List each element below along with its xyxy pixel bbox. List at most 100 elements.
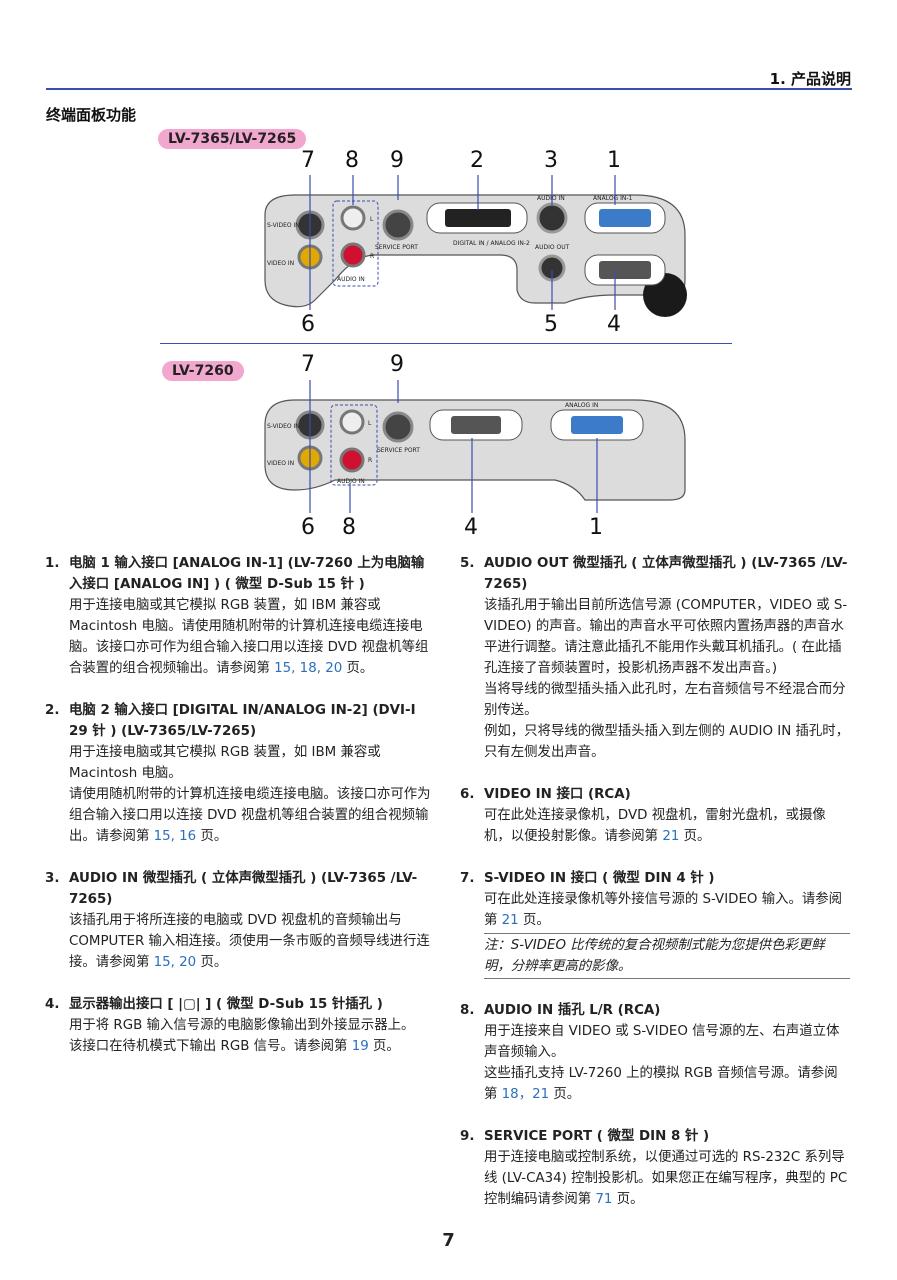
label-r: R (370, 253, 374, 260)
label-audio-out: AUDIO OUT (535, 244, 570, 251)
label-video-b: VIDEO IN (267, 460, 294, 467)
leader-lines-top (309, 175, 616, 310)
page-reference-link[interactable]: 19 (351, 1039, 369, 1054)
item-number: 6. (460, 787, 475, 802)
callout-bottom-9: 9 (390, 352, 404, 377)
item-number: 9. (460, 1129, 475, 1144)
item-heading: SERVICE PORT ( 微型 DIN 8 针 ) (484, 1129, 710, 1144)
item-5: 5. AUDIO OUT 微型插孔 ( 立体声微型插孔 ) (LV-7365 /… (460, 553, 850, 763)
item-heading: 显示器输出接口 [ |▢| ] ( 微型 D-Sub 15 针插孔 ) (69, 997, 383, 1012)
model-tag-bottom: LV-7260 (162, 361, 244, 381)
note-box: 注：S-VIDEO 比传统的复合视频制式能为您提供色彩更鲜明，分辨率更高的影像。 (484, 933, 850, 979)
page-reference-link[interactable]: 15, 18, 20 (274, 661, 343, 676)
page-reference-link[interactable]: 21 (501, 913, 519, 928)
item-body: 用于连接来自 VIDEO 或 S-VIDEO 信号源的左、右声道立体声音频输入。 (484, 1024, 840, 1060)
item-6: 6. VIDEO IN 接口 (RCA) 可在此处连接录像机，DVD 视盘机，雷… (460, 784, 850, 847)
section-title: 终端面板功能 (46, 106, 137, 124)
item-number: 7. (460, 871, 475, 886)
item-body: 用于将 RGB 输入信号源的电脑影像输出到外接显示器上。 (69, 1018, 415, 1033)
item-heading: VIDEO IN 接口 (RCA) (484, 787, 631, 802)
leader-lines-bottom (309, 380, 598, 513)
callout-top-5: 5 (544, 312, 558, 337)
label-l: L (370, 216, 374, 223)
page-reference-link[interactable]: 18，21 (501, 1087, 550, 1102)
item-tail: 页。 (196, 955, 228, 970)
page-reference-link[interactable]: 21 (662, 829, 680, 844)
item-body-2: 该接口在待机模式下输出 RGB 信号。请参阅第 (69, 1039, 348, 1054)
item-heading: 电脑 1 输入接口 [ANALOG IN-1] (LV-7260 上为电脑输入接… (69, 556, 425, 592)
callout-bottom-4: 4 (464, 515, 478, 540)
header-rule (46, 88, 852, 90)
item-body-2: 请使用随机附带的计算机连接电缆连接电脑。该接口亦可作为组合输入接口用以连接 DV… (69, 787, 431, 844)
item-heading: AUDIO OUT 微型插孔 ( 立体声微型插孔 ) (LV-7365 /LV-… (484, 556, 848, 592)
callout-bottom-6: 6 (301, 515, 315, 540)
callout-top-9: 9 (390, 148, 404, 173)
callout-top-4: 4 (607, 312, 621, 337)
label-svideo: S-VIDEO IN (267, 222, 300, 229)
label-analog-in: ANALOG IN (565, 402, 598, 409)
chapter-title: 1. 产品说明 (769, 70, 851, 88)
item-number: 2. (45, 703, 60, 718)
item-tail: 页。 (196, 829, 228, 844)
callout-top-2: 2 (470, 148, 484, 173)
item-body-2: 当将导线的微型插头插入此孔时，左右音频信号不经混合而分别传送。 (484, 682, 846, 718)
item-body: 该插孔用于将所连接的电脑或 DVD 视盘机的音频输出与 COMPUTER 输入相… (69, 913, 430, 970)
item-heading: AUDIO IN 插孔 L/R (RCA) (484, 1003, 661, 1018)
label-r-b: R (368, 457, 372, 464)
item-body-2: 这些插孔支持 LV-7260 上的模拟 RGB 音频信号源。请参阅第 (484, 1066, 838, 1102)
terminal-panel-bottom: S-VIDEO IN VIDEO IN AUDIO IN L R SERVICE… (264, 399, 686, 501)
callout-top-7: 7 (301, 148, 315, 173)
label-audio-in-lr: AUDIO IN (337, 276, 365, 283)
item-tail: 页。 (518, 913, 550, 928)
callout-top-6: 6 (301, 312, 315, 337)
item-body: 用于连接电脑或其它模拟 RGB 装置，如 IBM 兼容或 Macintosh 电… (69, 745, 381, 781)
label-service-port-b: SERVICE PORT (377, 447, 420, 454)
terminal-panel-top: S-VIDEO IN VIDEO IN AUDIO IN L R SERVICE… (264, 194, 687, 317)
item-heading: S-VIDEO IN 接口 ( 微型 DIN 4 针 ) (484, 871, 715, 886)
page-number: 7 (442, 1230, 455, 1251)
item-1: 1. 电脑 1 输入接口 [ANALOG IN-1] (LV-7260 上为电脑… (45, 553, 435, 679)
label-audio-in-lr-b: AUDIO IN (337, 478, 365, 485)
callout-bottom-7: 7 (301, 352, 315, 377)
callout-top-1: 1 (607, 148, 621, 173)
item-number: 3. (45, 871, 60, 886)
item-body: 用于连接电脑或其它模拟 RGB 装置，如 IBM 兼容或 Macintosh 电… (69, 598, 429, 676)
callout-top-3: 3 (544, 148, 558, 173)
page-reference-link[interactable]: 71 (595, 1192, 613, 1207)
callout-top-8: 8 (345, 148, 359, 173)
item-tail: 页。 (342, 661, 374, 676)
item-number: 5. (460, 556, 475, 571)
item-heading: AUDIO IN 微型插孔 ( 立体声微型插孔 ) (LV-7365 /LV-7… (69, 871, 418, 907)
callout-bottom-1: 1 (589, 515, 603, 540)
item-body: 该插孔用于输出目前所选信号源 (COMPUTER，VIDEO 或 S-VIDEO… (484, 598, 848, 676)
page-reference-link[interactable]: 15, 20 (153, 955, 197, 970)
item-heading: 电脑 2 输入接口 [DIGITAL IN/ANALOG IN-2] (DVI-… (69, 703, 416, 739)
label-svideo-b: S-VIDEO IN (267, 423, 300, 430)
diagram-divider (160, 343, 732, 344)
item-tail: 页。 (679, 829, 711, 844)
item-8: 8. AUDIO IN 插孔 L/R (RCA) 用于连接来自 VIDEO 或 … (460, 1000, 850, 1105)
item-2: 2. 电脑 2 输入接口 [DIGITAL IN/ANALOG IN-2] (D… (45, 700, 435, 847)
item-number: 8. (460, 1003, 475, 1018)
label-video: VIDEO IN (267, 260, 294, 267)
model-tag-top: LV-7365/LV-7265 (158, 129, 307, 149)
label-service-port: SERVICE PORT (375, 244, 418, 251)
description-column-right: 5. AUDIO OUT 微型插孔 ( 立体声微型插孔 ) (LV-7365 /… (460, 553, 850, 1231)
item-body: 可在此处连接录像机等外接信号源的 S-VIDEO 输入。请参阅第 (484, 892, 843, 928)
item-number: 4. (45, 997, 60, 1012)
item-9: 9. SERVICE PORT ( 微型 DIN 8 针 ) 用于连接电脑或控制… (460, 1126, 850, 1210)
item-number: 1. (45, 556, 60, 571)
item-4: 4. 显示器输出接口 [ |▢| ] ( 微型 D-Sub 15 针插孔 ) 用… (45, 994, 435, 1057)
item-body-3: 例如，只将导线的微型插头插入到左侧的 AUDIO IN 插孔时，只有左侧发出声音… (484, 724, 850, 760)
item-body: 用于连接电脑或控制系统，以便通过可选的 RS-232C 系列导线 (LV-CA3… (484, 1150, 848, 1207)
label-l-b: L (368, 420, 372, 427)
label-audio-in: AUDIO IN (537, 195, 565, 202)
item-tail: 页。 (549, 1087, 581, 1102)
item-tail: 页。 (612, 1192, 644, 1207)
item-body: 可在此处连接录像机，DVD 视盘机，雷射光盘机，或摄像机，以便投射影像。请参阅第 (484, 808, 826, 844)
label-digital-in: DIGITAL IN / ANALOG IN-2 (453, 240, 530, 247)
item-tail: 页。 (368, 1039, 400, 1054)
item-7: 7. S-VIDEO IN 接口 ( 微型 DIN 4 针 ) 可在此处连接录像… (460, 868, 850, 979)
description-column-left: 1. 电脑 1 输入接口 [ANALOG IN-1] (LV-7260 上为电脑… (45, 553, 435, 1078)
page-reference-link[interactable]: 15, 16 (153, 829, 197, 844)
